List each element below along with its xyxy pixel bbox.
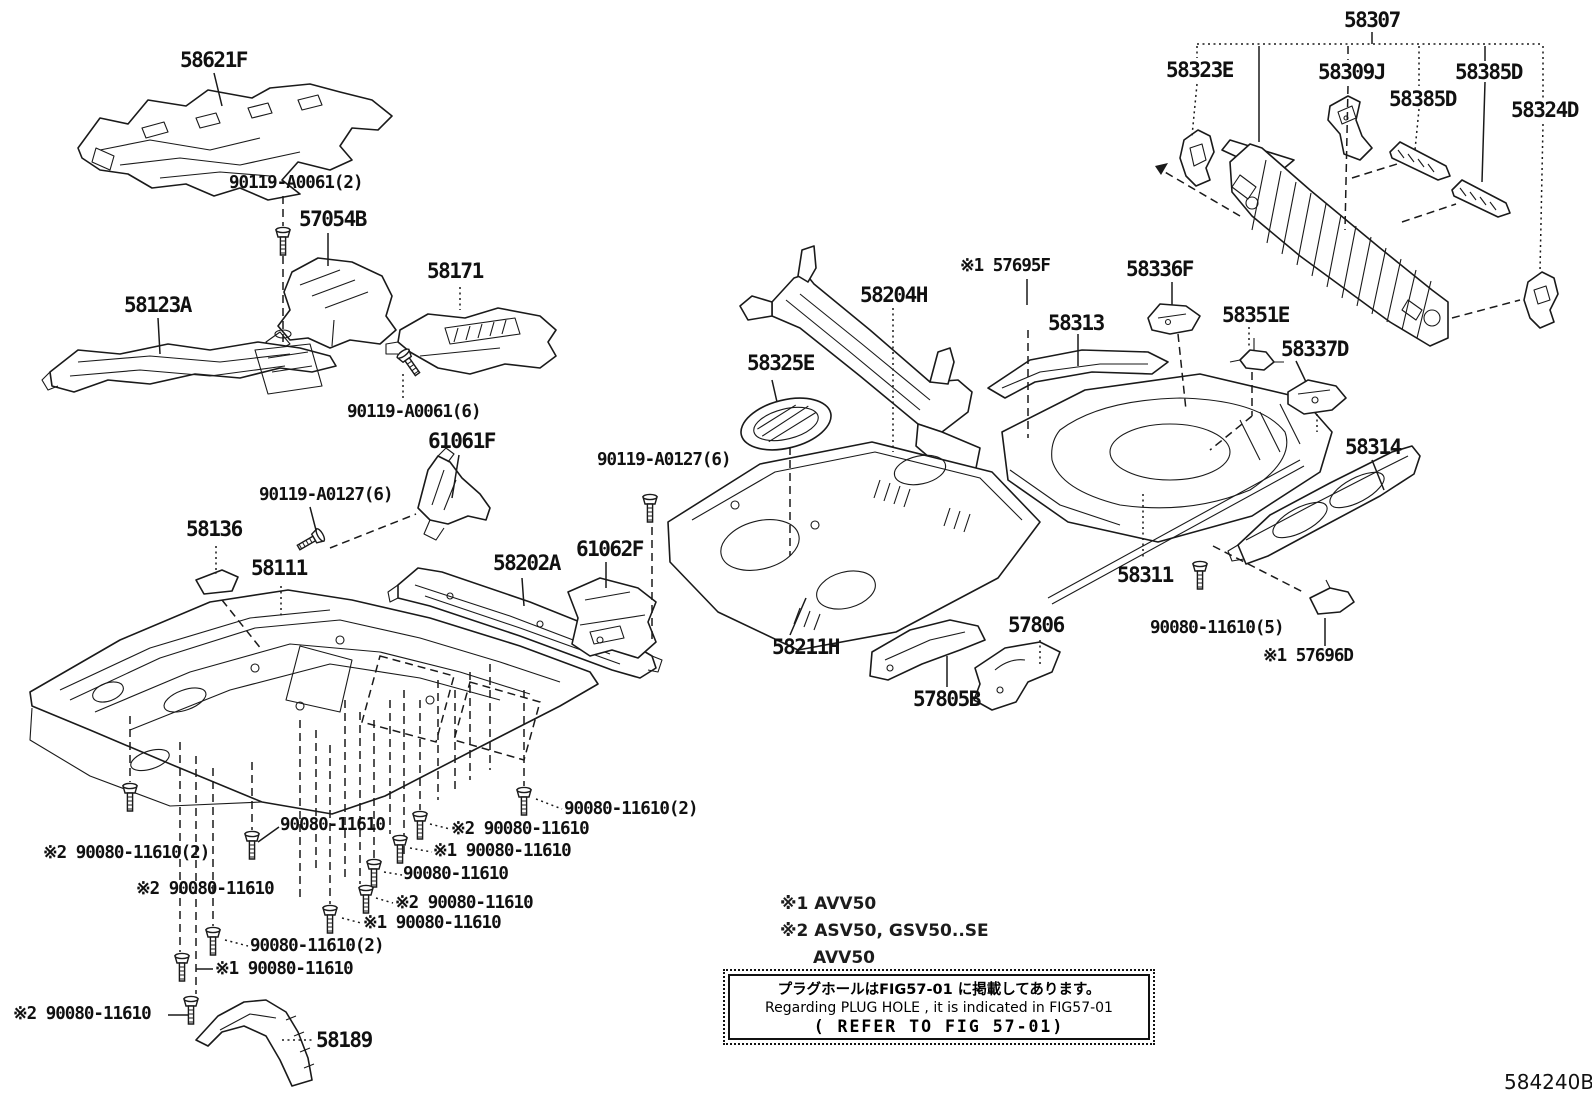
part-label-58336F: 58336F xyxy=(1126,257,1194,281)
fastener-label-90119-A0061-6: 90119-A0061(6) xyxy=(347,402,482,422)
part-bracket-57806 xyxy=(973,641,1061,711)
part-label-58351E: 58351E xyxy=(1222,303,1290,327)
info-box-reference-line: ( REFER TO FIG 57-01) xyxy=(813,1017,1065,1036)
bolt-icon xyxy=(294,526,327,555)
part-pad-58136 xyxy=(195,569,239,595)
part-label-57805B: 57805B xyxy=(913,687,981,711)
variant-note-3: AVV50 xyxy=(813,948,875,968)
bolt-icon xyxy=(1192,560,1208,590)
part-label-58337D: 58337D xyxy=(1281,337,1349,361)
bolt-icon xyxy=(244,830,260,860)
part-rear-floor-sill-58313 xyxy=(987,349,1169,399)
fastener-label-90080-11610-l: ※2 90080-11610 xyxy=(13,1004,152,1024)
part-label-58323E: 58323E xyxy=(1166,58,1234,82)
plug-hole-info-box: プラグホールはFIG57-01 に掲載してあります。 Regarding PLU… xyxy=(723,969,1155,1045)
part-rear-end-panel-58307 xyxy=(1221,139,1449,347)
fastener-label-90119-A0061-2: 90119-A0061(2) xyxy=(229,173,364,193)
bolt-icon xyxy=(205,926,221,956)
part-label-58313: 58313 xyxy=(1048,311,1105,335)
part-label-57696D: ※1 57696D xyxy=(1263,646,1354,666)
bolt-icon xyxy=(174,952,190,982)
bolt-icon xyxy=(122,782,138,812)
part-label-58325E: 58325E xyxy=(747,351,815,375)
bolt-icon xyxy=(183,995,199,1025)
part-front-floor-heat-insulator-58621F xyxy=(77,83,393,201)
info-box-japanese-line: プラグホールはFIG57-01 に掲載してあります。 xyxy=(777,982,1101,998)
bolt-icon xyxy=(516,786,532,816)
part-label-58202A: 58202A xyxy=(493,551,561,575)
part-tunnel-insulator-57054B xyxy=(265,257,397,353)
part-bracket-58336F xyxy=(1147,303,1201,335)
part-floor-side-member-58123A xyxy=(41,341,337,395)
part-center-floor-pan-58211H xyxy=(667,441,1041,651)
bolt-icon xyxy=(275,226,291,256)
fastener-label-90080-11610-g: 90080-11610 xyxy=(280,815,386,835)
part-label-58189: 58189 xyxy=(316,1028,373,1052)
leader-lines xyxy=(129,32,1544,1041)
drawing-code: 584240B xyxy=(1504,1070,1592,1094)
info-box-english-line: Regarding PLUG HOLE , it is indicated in… xyxy=(765,1000,1113,1016)
part-bracket-57805B xyxy=(869,619,986,681)
part-label-58311: 58311 xyxy=(1117,563,1174,587)
fastener-label-90080-11610-b: ※2 90080-11610 xyxy=(451,819,590,839)
fastener-label-90119-A0127-6-right: 90119-A0127(6) xyxy=(597,450,732,470)
bolt-icon xyxy=(322,904,338,934)
part-label-58171: 58171 xyxy=(427,259,484,283)
part-bracket-57696D xyxy=(1309,579,1355,615)
part-bracket-61061F xyxy=(417,447,491,541)
part-rear-floor-pan-58311 xyxy=(1001,373,1333,543)
fastener-label-90080-11610-5: 90080-11610(5) xyxy=(1150,618,1285,638)
fastener-label-90119-A0127-6-left: 90119-A0127(6) xyxy=(259,485,394,505)
fastener-label-90080-11610-i: ※2 90080-11610 xyxy=(136,879,275,899)
part-label-58204H: 58204H xyxy=(860,283,928,307)
fastener-label-90080-11610-d: 90080-11610 xyxy=(403,864,509,884)
part-label-58324D: 58324D xyxy=(1511,98,1579,122)
part-label-57054B: 57054B xyxy=(299,207,367,231)
fastener-label-90080-11610-e: ※2 90080-11610 xyxy=(395,893,534,913)
part-rear-floor-heat-insulator-58171 xyxy=(385,307,557,375)
part-label-58136: 58136 xyxy=(186,517,243,541)
bolt-icon xyxy=(366,858,382,888)
part-bracket-58309J xyxy=(1327,95,1373,161)
part-label-58123A: 58123A xyxy=(124,293,192,317)
bolt-icon xyxy=(392,834,408,864)
bolt-icon xyxy=(412,810,428,840)
variant-note-1: ※1 AVV50 xyxy=(780,894,877,914)
fastener-label-90080-11610-k: ※1 90080-11610 xyxy=(215,959,354,979)
fastener-label-90080-11610-h: ※2 90080-11610(2) xyxy=(43,843,210,863)
part-brace-58385D-lower xyxy=(1451,179,1511,218)
part-label-58111: 58111 xyxy=(251,556,308,580)
part-label-58211H: 58211H xyxy=(772,635,840,659)
part-bracket-58323E xyxy=(1179,129,1215,187)
part-label-57806: 57806 xyxy=(1008,613,1065,637)
part-brace-58385D-upper xyxy=(1389,141,1451,181)
part-label-58621F: 58621F xyxy=(180,48,248,72)
variant-note-2: ※2 ASV50, GSV50..SE xyxy=(780,921,989,941)
part-label-58307: 58307 xyxy=(1344,8,1401,32)
fastener-label-90080-11610-2-a: 90080-11610(2) xyxy=(564,799,699,819)
part-label-61061F: 61061F xyxy=(428,429,496,453)
part-rear-floor-side-member-58314 xyxy=(1047,445,1421,605)
part-label-61062F: 61062F xyxy=(576,537,644,561)
part-bracket-58324D xyxy=(1523,271,1559,329)
part-floor-brace-58189 xyxy=(195,999,315,1087)
fastener-label-90080-11610-c: ※1 90080-11610 xyxy=(433,841,572,861)
bolt-icon xyxy=(358,884,374,914)
bolt-icon xyxy=(642,493,658,523)
part-label-58385D-b: 58385D xyxy=(1455,60,1523,84)
part-label-57695F: ※1 57695F xyxy=(960,256,1051,276)
part-label-58385D-a: 58385D xyxy=(1389,87,1457,111)
part-label-58314: 58314 xyxy=(1345,435,1402,459)
part-front-floor-pan-58111 xyxy=(29,589,599,815)
part-label-58309J: 58309J xyxy=(1318,60,1386,84)
part-clamp-58351E xyxy=(1229,338,1284,371)
part-bracket-61062F xyxy=(567,577,657,659)
part-bracket-58337D xyxy=(1287,379,1347,415)
part-floor-plug-58325E xyxy=(740,397,832,451)
fastener-label-90080-11610-f: ※1 90080-11610 xyxy=(363,913,502,933)
fastener-label-90080-11610-j: 90080-11610(2) xyxy=(250,936,385,956)
